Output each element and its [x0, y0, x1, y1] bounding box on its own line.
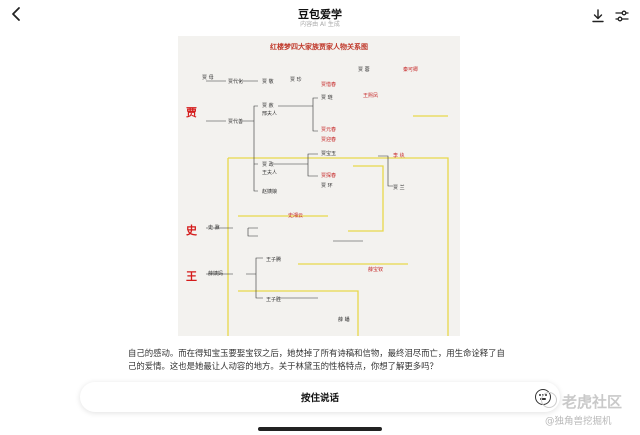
family-tree-lines [206, 80, 449, 336]
tree-node: 贾 赦 [262, 103, 274, 109]
tree-node: 贾迎春 [321, 137, 337, 143]
tree-node: 贾 政 [262, 162, 274, 168]
voice-input-bar[interactable]: 按住说话 [80, 382, 560, 412]
tree-node: 贾元春 [321, 127, 337, 133]
home-indicator [258, 427, 382, 431]
diagram-title: 红楼梦四大家族贾家人物关系图 [270, 43, 368, 51]
settings-sliders-icon[interactable] [614, 8, 630, 24]
watermark-logo-icon [541, 392, 557, 408]
tree-node: 贾代化 [228, 79, 244, 85]
tree-node: 贾惜春 [321, 82, 337, 88]
tree-node: 贾 兰 [393, 185, 405, 191]
tree-node: 贾 琏 [321, 95, 333, 101]
tree-node: 薛姨妈 [208, 271, 224, 277]
tree-node: 贾 环 [321, 183, 333, 189]
tree-node: 薛 蟠 [338, 317, 350, 323]
tree-node: 王子胜 [266, 297, 282, 303]
hold-to-talk-button[interactable]: 按住说话 [300, 393, 339, 404]
tree-node: 贾 母 [202, 75, 214, 81]
family-label-shi: 史 [186, 224, 197, 237]
tree-node: 贾 蓉 [358, 67, 370, 73]
tree-node: 贾宝玉 [321, 151, 337, 157]
tree-node: 史湘云 [288, 213, 304, 219]
tree-node: 贾探春 [321, 173, 337, 179]
watermark-handle: @独角兽挖掘机 [545, 416, 612, 427]
back-arrow-icon[interactable] [8, 5, 26, 23]
tree-node: 史 鼐 [208, 225, 220, 231]
tree-node: 薛宝钗 [368, 267, 384, 273]
tree-node: 邢夫人 [262, 111, 278, 117]
family-label-jia: 贾 [186, 106, 197, 119]
tree-node: 秦可卿 [403, 67, 419, 73]
page-title: 豆包爱学 [298, 8, 342, 21]
family-label-wang: 王 [186, 270, 197, 283]
answer-text: 自己的感动。而在得知宝玉要娶宝钗之后，她焚掉了所有诗稿和信物，最终泪尽而亡，用生… [128, 348, 505, 371]
top-bar: 豆包爱学 内容由 AI 生成 [0, 0, 640, 30]
tree-node: 李 纨 [393, 153, 405, 159]
tree-node: 贾 珍 [290, 77, 302, 83]
ai-generated-note: 内容由 AI 生成 [300, 21, 340, 28]
family-tree-image[interactable]: 红楼梦四大家族贾家人物关系图 贾 史 王 贾 母 贾代化 贾代善 贾 敬 贾 赦… [178, 36, 460, 336]
tree-node: 王子腾 [266, 257, 282, 263]
tree-node: 王熙凤 [363, 93, 379, 99]
tree-node: 王夫人 [262, 170, 278, 176]
watermark-text: 老虎社区 [562, 393, 623, 411]
tree-node: 贾代善 [228, 119, 244, 125]
tree-node: 贾 敬 [262, 79, 274, 85]
download-icon[interactable] [590, 8, 606, 24]
tree-node: 赵姨娘 [262, 189, 278, 195]
